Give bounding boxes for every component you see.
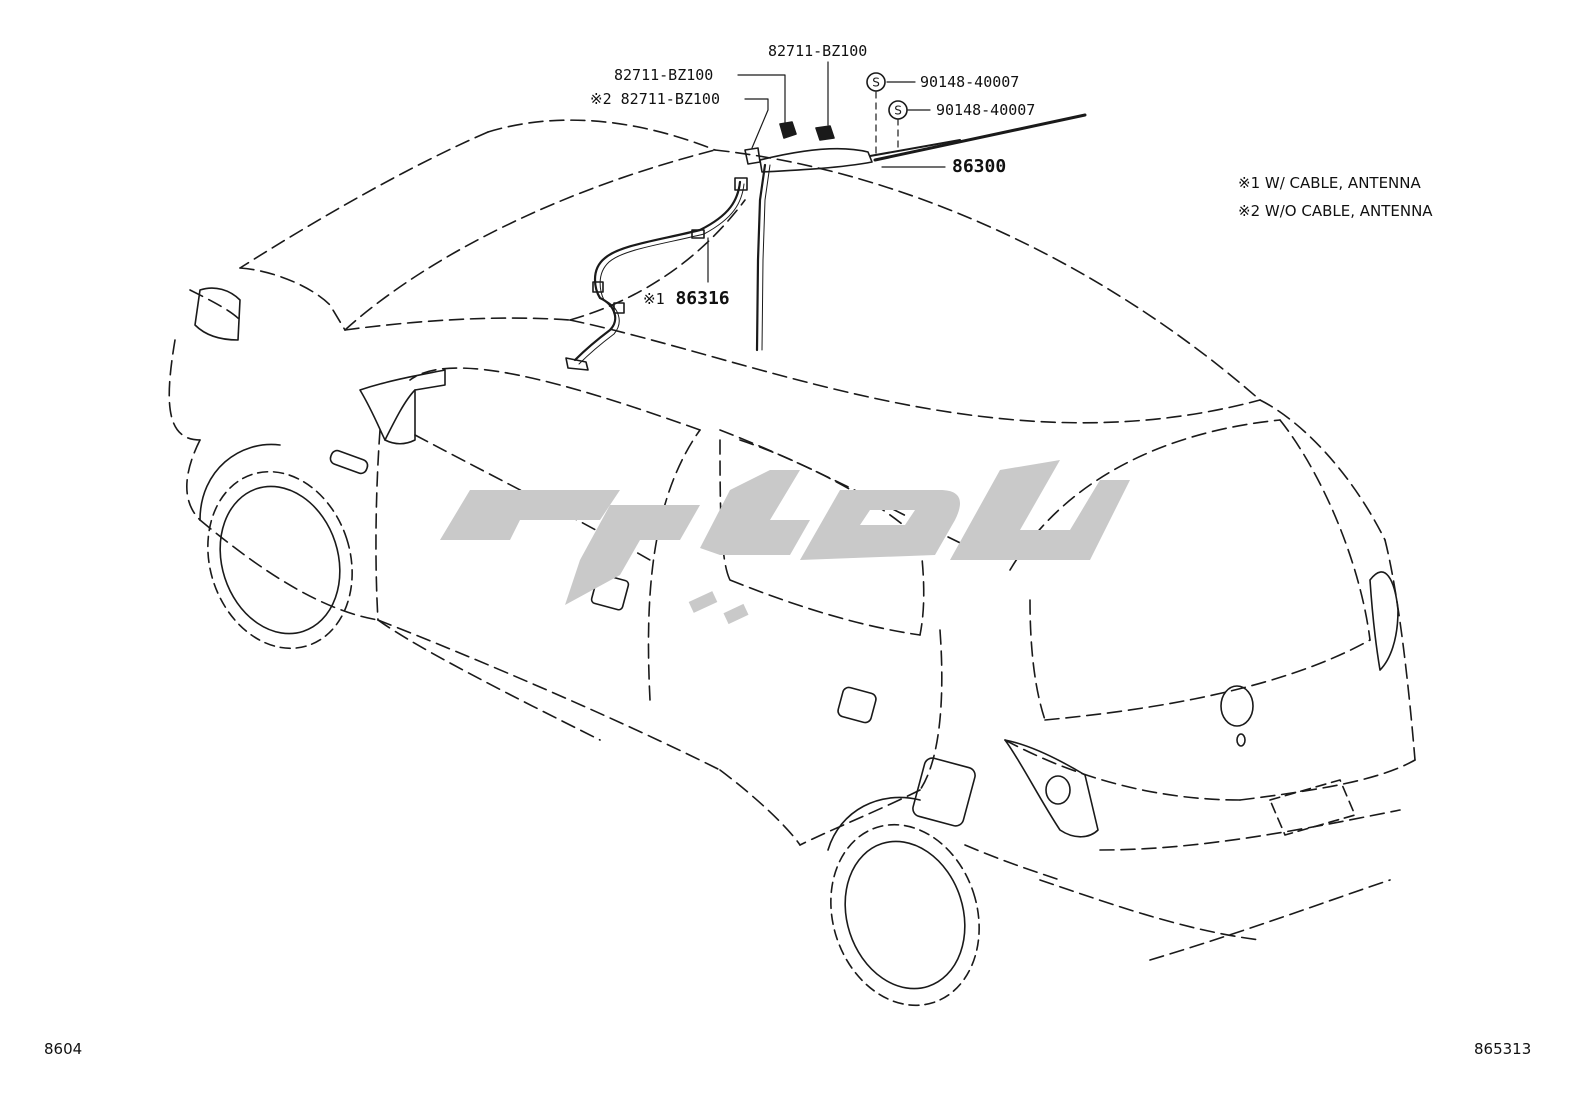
screw-symbol-1-label: S — [872, 76, 880, 90]
leader-lines — [707, 61, 946, 283]
antenna-assembly — [565, 113, 1087, 371]
callout-clip-note2: ※2 82711-BZ100 — [590, 92, 720, 107]
screw-symbol-1 — [866, 72, 886, 92]
screw-symbol-2 — [888, 100, 908, 120]
cable-part: 86316 — [675, 288, 730, 309]
callout-clip-left: 82711-BZ100 — [614, 66, 714, 84]
footer-right-code: 865313 — [1474, 1040, 1532, 1058]
note2-mark: ※2 — [590, 90, 612, 108]
callout-clip-top: 82711-BZ100 — [768, 42, 868, 60]
callout-antenna: 86300 — [952, 156, 1007, 177]
vehicle-dashed-outline — [168, 119, 1416, 961]
footer-left-code: 8604 — [44, 1040, 83, 1058]
cable-mark: ※1 — [643, 290, 665, 308]
callout-cable: ※1 86316 — [643, 290, 730, 308]
callout-screw-1: 90148-40007 — [920, 73, 1020, 91]
screw-symbol-2-label: S — [894, 104, 902, 118]
legend-note-1: ※1 W/ CABLE, ANTENNA — [1238, 174, 1421, 192]
legend-note-2: ※2 W/O CABLE, ANTENNA — [1238, 202, 1433, 220]
callout-screw-2: 90148-40007 — [936, 101, 1036, 119]
watermark-logo — [440, 460, 1130, 625]
screw-symbols — [866, 72, 908, 120]
vehicle-solid-details — [194, 287, 1399, 1007]
clip-note2-part: 82711-BZ100 — [620, 90, 720, 108]
